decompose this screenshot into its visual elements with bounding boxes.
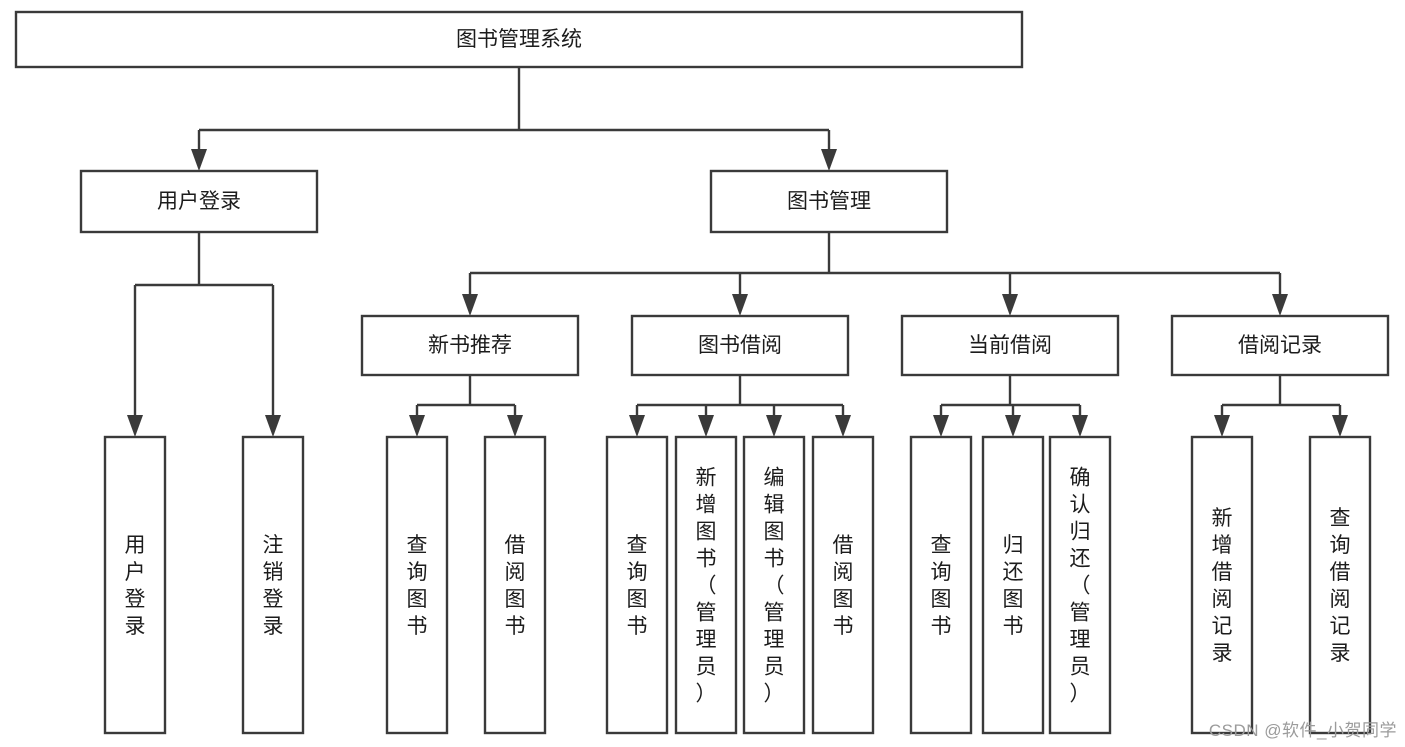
node-box-leaf-confirm-return[interactable]: [1048, 435, 1112, 735]
node-current-borrow[interactable]: 当前借阅: [900, 314, 1120, 377]
node-root[interactable]: 图书管理系统: [14, 10, 1024, 69]
arrow-head-icon: [1272, 294, 1288, 316]
node-book-manage[interactable]: 图书管理: [709, 169, 949, 234]
connector-group-book-borrow: [629, 375, 851, 437]
node-label-leaf-return-book: 归还图书: [1003, 534, 1024, 638]
node-box-leaf-query-book-1[interactable]: [385, 435, 449, 735]
node-label-leaf-logout: 注销登录: [263, 534, 284, 638]
node-box-new-book-rec[interactable]: [360, 314, 580, 377]
connector-group-borrow-record: [1214, 375, 1348, 437]
node-box-current-borrow[interactable]: [900, 314, 1120, 377]
arrow-head-icon: [821, 149, 837, 171]
arrow-head-icon: [766, 415, 782, 437]
node-box-leaf-add-book[interactable]: [674, 435, 738, 735]
node-leaf-query-book-1[interactable]: 查询图书: [385, 435, 449, 735]
arrow-head-icon: [732, 294, 748, 316]
node-label-borrow-record: 借阅记录: [1238, 334, 1322, 357]
node-box-user-login[interactable]: [79, 169, 319, 234]
node-label-current-borrow: 当前借阅: [968, 334, 1052, 357]
node-box-book-manage[interactable]: [709, 169, 949, 234]
node-label-book-manage: 图书管理: [787, 190, 871, 213]
node-box-leaf-query-book-2[interactable]: [605, 435, 669, 735]
node-label-leaf-query-book-2: 查询图书: [627, 534, 648, 638]
node-label-leaf-borrow-book-2: 借阅图书: [833, 534, 854, 638]
node-box-leaf-logout[interactable]: [241, 435, 305, 735]
node-layer: 图书管理系统用户登录图书管理新书推荐图书借阅当前借阅借阅记录用户登录注销登录查询…: [14, 10, 1390, 735]
node-label-leaf-confirm-return: 确认归还（管理员）: [1070, 467, 1091, 706]
connector-group-new-book-rec: [409, 375, 523, 437]
arrow-head-icon: [1072, 415, 1088, 437]
node-label-leaf-edit-book: 编辑图书（管理员）: [764, 467, 785, 706]
node-leaf-add-record[interactable]: 新增借阅记录: [1190, 435, 1254, 735]
node-label-book-borrow: 图书借阅: [698, 334, 782, 357]
node-box-root[interactable]: [14, 10, 1024, 69]
arrow-head-icon: [462, 294, 478, 316]
node-box-leaf-borrow-book-1[interactable]: [483, 435, 547, 735]
arrow-head-icon: [1332, 415, 1348, 437]
connector-group-book-manage: [462, 232, 1288, 316]
arrow-head-icon: [629, 415, 645, 437]
arrow-head-icon: [1214, 415, 1230, 437]
node-label-leaf-borrow-book-1: 借阅图书: [505, 534, 526, 638]
arrow-head-icon: [191, 149, 207, 171]
node-label-leaf-add-record: 新增借阅记录: [1212, 507, 1233, 665]
node-label-root: 图书管理系统: [456, 28, 582, 51]
node-label-leaf-query-book-3: 查询图书: [931, 534, 952, 638]
node-leaf-return-book[interactable]: 归还图书: [981, 435, 1045, 735]
node-leaf-query-book-2[interactable]: 查询图书: [605, 435, 669, 735]
node-box-leaf-user-login[interactable]: [103, 435, 167, 735]
arrow-head-icon: [835, 415, 851, 437]
node-label-leaf-user-login: 用户登录: [125, 534, 146, 638]
node-new-book-rec[interactable]: 新书推荐: [360, 314, 580, 377]
arrow-head-icon: [409, 415, 425, 437]
node-box-leaf-edit-book[interactable]: [742, 435, 806, 735]
node-box-book-borrow[interactable]: [630, 314, 850, 377]
node-borrow-record[interactable]: 借阅记录: [1170, 314, 1390, 377]
node-label-leaf-query-record: 查询借阅记录: [1330, 507, 1351, 665]
arrow-head-icon: [933, 415, 949, 437]
node-leaf-add-book[interactable]: 新增图书（管理员）: [674, 435, 738, 735]
node-leaf-borrow-book-2[interactable]: 借阅图书: [811, 435, 875, 735]
node-leaf-query-record[interactable]: 查询借阅记录: [1308, 435, 1372, 735]
arrow-head-icon: [1002, 294, 1018, 316]
node-user-login[interactable]: 用户登录: [79, 169, 319, 234]
node-leaf-borrow-book-1[interactable]: 借阅图书: [483, 435, 547, 735]
node-box-leaf-return-book[interactable]: [981, 435, 1045, 735]
node-leaf-confirm-return[interactable]: 确认归还（管理员）: [1048, 435, 1112, 735]
connector-layer: [127, 67, 1348, 437]
node-leaf-query-book-3[interactable]: 查询图书: [909, 435, 973, 735]
node-label-user-login: 用户登录: [157, 190, 241, 213]
node-box-leaf-query-book-3[interactable]: [909, 435, 973, 735]
node-book-borrow[interactable]: 图书借阅: [630, 314, 850, 377]
node-box-borrow-record[interactable]: [1170, 314, 1390, 377]
arrow-head-icon: [265, 415, 281, 437]
node-box-leaf-query-record[interactable]: [1308, 435, 1372, 735]
node-box-leaf-borrow-book-2[interactable]: [811, 435, 875, 735]
node-leaf-user-login[interactable]: 用户登录: [103, 435, 167, 735]
arrow-head-icon: [698, 415, 714, 437]
node-label-new-book-rec: 新书推荐: [428, 334, 512, 357]
connector-group-user-login: [127, 232, 281, 437]
connector-group-current-borrow: [933, 375, 1088, 437]
node-leaf-logout[interactable]: 注销登录: [241, 435, 305, 735]
csdn-watermark: CSDN @软件_小贺同学: [1208, 721, 1397, 740]
arrow-head-icon: [127, 415, 143, 437]
arrow-head-icon: [1005, 415, 1021, 437]
node-leaf-edit-book[interactable]: 编辑图书（管理员）: [742, 435, 806, 735]
arrow-head-icon: [507, 415, 523, 437]
node-label-leaf-query-book-1: 查询图书: [407, 534, 428, 638]
node-label-leaf-add-book: 新增图书（管理员）: [696, 467, 717, 706]
connector-group-root: [191, 67, 837, 171]
node-box-leaf-add-record[interactable]: [1190, 435, 1254, 735]
